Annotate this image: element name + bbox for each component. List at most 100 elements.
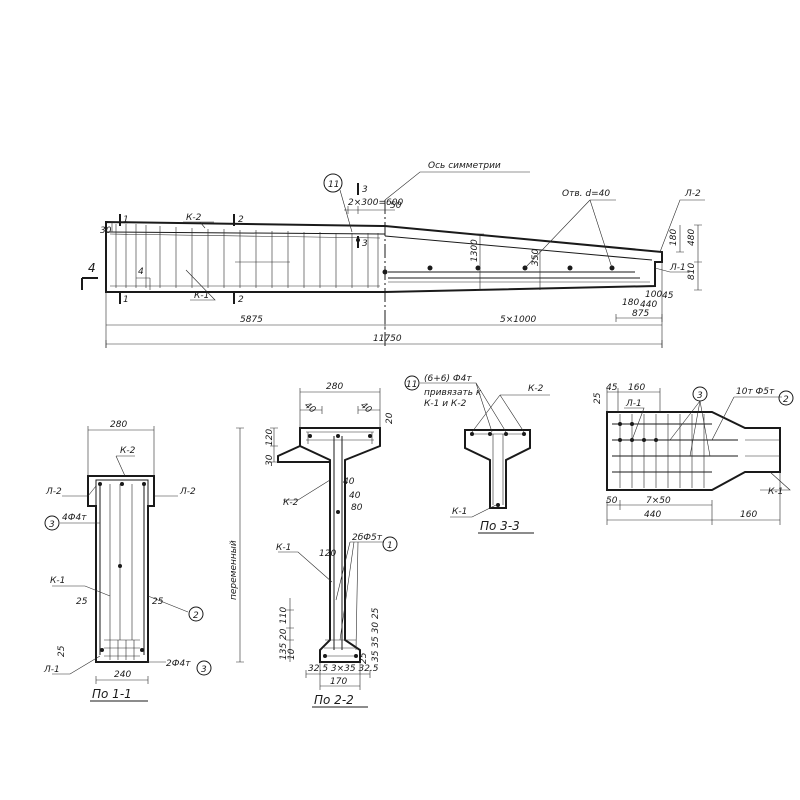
s2-k1: К-1 xyxy=(276,543,291,553)
s2-bottom-10: 10 xyxy=(287,648,297,660)
bar-dot xyxy=(618,422,622,426)
s4-dim-25: 25 xyxy=(593,392,603,404)
s2-bottom-135: 135 xyxy=(279,643,289,660)
s1-l2-right: Л-2 xyxy=(179,487,196,497)
dim-bottom-100: 100 xyxy=(645,290,662,300)
s2-callout-1: 1 xyxy=(387,541,393,551)
beam-elevation: Ось симметрии Отв. d=40 К-2 К-1 Л-2 Л-1 … xyxy=(81,161,705,348)
s1-cover-bottom: 25 xyxy=(57,645,67,657)
bar-dot xyxy=(654,438,658,442)
section-1-1: 280 К-2 Л-2 Л-2 3 4Ф4т К-1 2 25 25 25 Л-… xyxy=(43,420,212,702)
s1-cover-left: 25 xyxy=(76,597,88,607)
section-mark-2-top: 2 xyxy=(238,215,244,225)
bar-dot xyxy=(642,438,646,442)
dim-350: 350 xyxy=(531,249,541,266)
bar-dot xyxy=(470,432,474,436)
s1-bar-top: 4Ф4т xyxy=(62,513,87,523)
section-mark-4-inner: 4 xyxy=(138,267,144,277)
dim-180-end: 180 xyxy=(669,229,679,246)
s2-bars: 2бФ5т xyxy=(352,533,383,543)
bar-dot xyxy=(98,482,102,486)
s4-callout-2-circle xyxy=(778,390,794,406)
s4-dim-50: 50 xyxy=(606,496,618,506)
s4-dim-440: 440 xyxy=(644,510,661,520)
label-l2: Л-2 xyxy=(684,189,701,199)
s2-callout-1-circle xyxy=(382,536,398,552)
bar-dot xyxy=(308,434,312,438)
s1-callout-3-top: 3 xyxy=(49,520,55,530)
dim-bottom-180: 180 xyxy=(622,298,639,308)
s3-k2: К-2 xyxy=(528,384,544,394)
s1-callout-3-bottom: 3 xyxy=(201,665,207,675)
s1-width-top: 280 xyxy=(110,420,127,430)
bar-dot xyxy=(142,482,146,486)
s2-web-label: переменный xyxy=(229,540,239,600)
s1-cover-right: 25 xyxy=(152,597,164,607)
opening-label: Отв. d=40 xyxy=(562,189,610,199)
section-mark-1-bottom: 1 xyxy=(123,295,129,305)
dim-right-span: 5×1000 xyxy=(500,315,536,325)
bar-dot xyxy=(336,510,340,514)
section-4-plan: 45 160 25 Л-1 3 10т Ф5т 2 К-1 50 7×50 44… xyxy=(593,383,794,525)
bar-dot xyxy=(488,432,492,436)
label-l1: Л-1 xyxy=(669,263,686,273)
bar-dot xyxy=(354,654,358,658)
bar-dot xyxy=(100,648,104,652)
s3-note-line1: привязать к xyxy=(424,388,482,398)
s1-width-bottom: 240 xyxy=(114,670,131,680)
lower-bars-right xyxy=(388,271,650,283)
s4-dim-45: 45 xyxy=(606,383,618,393)
s2-d40a: 40 xyxy=(343,477,355,487)
s2-flange-right: 40 xyxy=(358,401,373,416)
dim-480: 480 xyxy=(687,229,697,246)
bar-dot xyxy=(630,422,634,426)
label-k1: К-1 xyxy=(194,291,209,301)
bar-dot xyxy=(368,434,372,438)
s4-dim-7x50: 7×50 xyxy=(646,496,671,506)
callout-11-circle xyxy=(323,173,343,193)
label-k2: К-2 xyxy=(186,213,202,223)
s1-k1: К-1 xyxy=(50,576,65,586)
dim-total-length: 11750 xyxy=(373,334,402,344)
section-mark-1-top: 1 xyxy=(123,215,129,225)
s4-callout-2: 2 xyxy=(783,395,789,405)
s1-callout-3b-circle xyxy=(196,660,212,676)
section-mark-3-top: 3 xyxy=(362,185,368,195)
s2-flange-left: 40 xyxy=(302,401,317,416)
bar-dot xyxy=(504,432,508,436)
s4-callout-3: 3 xyxy=(697,391,703,401)
s3-title: По 3-3 xyxy=(480,519,520,533)
dim-top-50: 50 xyxy=(390,201,402,211)
bar-dot xyxy=(323,654,327,658)
s2-bottom-extra: 25 xyxy=(359,652,369,664)
dim-height-middle: 1300 xyxy=(470,239,480,262)
dim-bottom-45: 45 xyxy=(662,291,674,301)
s2-bottom-width: 170 xyxy=(330,677,347,687)
s4-bars: 10т Ф5т xyxy=(736,387,775,397)
bar-dot xyxy=(522,432,526,436)
bar-dot xyxy=(120,482,124,486)
s2-bottom-110: 110 xyxy=(279,607,289,624)
s2-top-20: 20 xyxy=(385,412,395,424)
s1-l2-left: Л-2 xyxy=(45,487,62,497)
s2-right-stack: 35 35 30 25 xyxy=(371,607,381,662)
s1-callout-2: 2 xyxy=(193,611,199,621)
s4-dim-160: 160 xyxy=(628,383,645,393)
s1-callout-2-circle xyxy=(188,606,204,622)
bar-dot xyxy=(336,434,340,438)
s3-bars: (6+6) Ф4т xyxy=(424,374,472,384)
s3-callout-11-circle xyxy=(404,375,420,391)
section-2-2: 280 40 40 20 переменный 120 30 40 40 80 … xyxy=(229,382,398,708)
bar-dot xyxy=(618,438,622,442)
s1-title: По 1-1 xyxy=(92,687,132,701)
s1-k2: К-2 xyxy=(120,446,136,456)
s2-h120: 120 xyxy=(265,429,275,446)
opening-marker xyxy=(475,265,481,271)
s2-bottom-dims: 32.5 3×35 32.5 xyxy=(308,664,379,674)
dim-bottom-875: 875 xyxy=(632,309,649,319)
section-mark-4-left: 4 xyxy=(88,261,96,275)
s2-d120: 120 xyxy=(319,549,336,559)
s1-l1: Л-1 xyxy=(43,665,60,675)
s4-k1: К-1 xyxy=(768,487,783,497)
